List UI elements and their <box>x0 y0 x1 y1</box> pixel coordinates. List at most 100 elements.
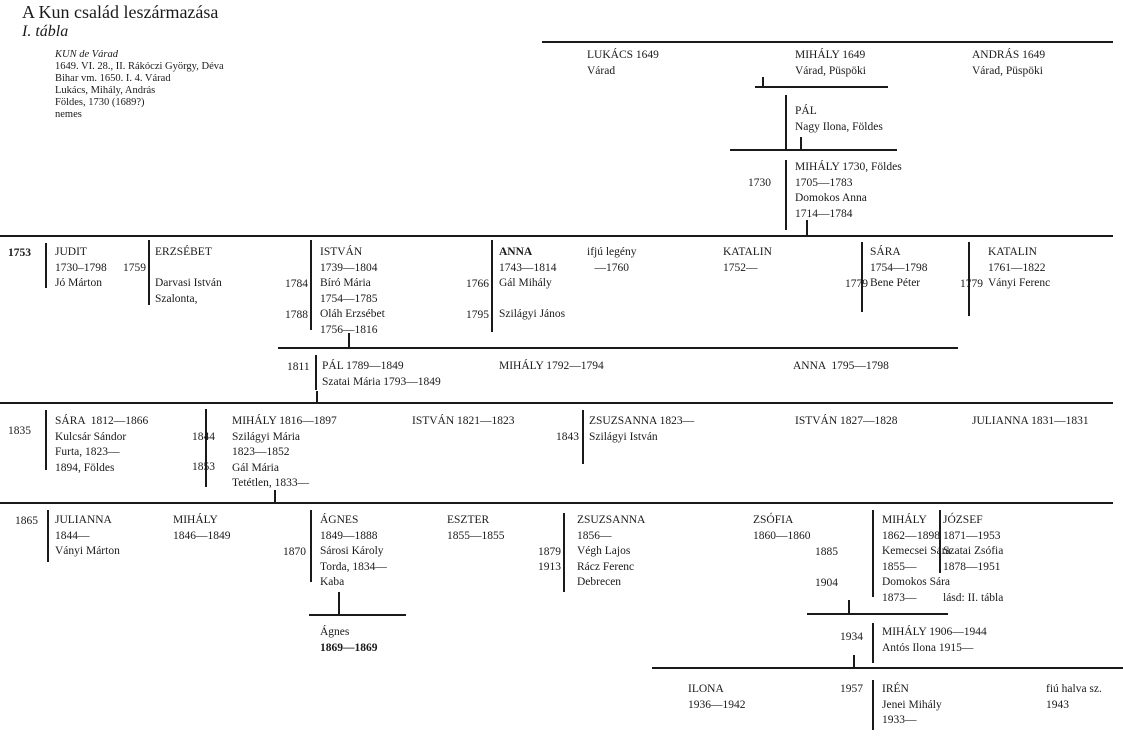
connector-line <box>785 95 787 149</box>
text-line: Jó Márton <box>55 277 102 289</box>
intro-line: nemes <box>55 109 82 120</box>
marriage-year: 1844 <box>192 431 215 443</box>
connector-line <box>582 410 584 464</box>
text-line: 1743—1814 <box>499 261 557 274</box>
text-line: Szilágyi Mária <box>232 430 301 443</box>
text-line: Debrecen <box>577 576 622 588</box>
person-stillborn-son: fiú halva sz.1943 <box>1046 682 1102 713</box>
connector-line <box>278 347 958 349</box>
text-line: 1862— <box>882 529 917 542</box>
marriage-year: 1879 <box>538 546 561 558</box>
text-line: ZSUZSANNA 1823— <box>589 415 695 427</box>
connector-line <box>0 502 1113 504</box>
person-zsuzsanna-1823: ZSUZSANNA 1823—Szilágyi István <box>589 414 694 445</box>
text-line: MIHÁLY <box>882 514 927 526</box>
text-line: 1756—1816 <box>320 323 378 336</box>
text-line: Kemecsei Sára <box>882 545 951 557</box>
connector-line <box>0 402 1113 404</box>
text-line: Furta, 1823— <box>55 446 120 458</box>
text-line: MIHÁLY <box>173 514 218 526</box>
connector-line <box>47 510 49 562</box>
text-line: Tetétlen, 1833— <box>232 477 310 489</box>
connector-line <box>872 623 874 663</box>
text-line: Szalonta, <box>155 292 198 305</box>
text-line: 1936—1942 <box>688 698 746 711</box>
text-line: Gál Mihály <box>499 277 552 289</box>
text-line: 1933— <box>882 714 917 726</box>
marriage-year: 1788 <box>285 309 308 321</box>
connector-line <box>310 240 312 330</box>
text-line: Szatai Zsófia <box>943 545 1004 557</box>
text-line: 1823—1852 <box>232 446 290 458</box>
text-line: ANNA <box>499 246 533 258</box>
text-line: 1873— <box>882 591 917 604</box>
text-line: JUDIT <box>55 246 87 258</box>
person-istvan-1821: ISTVÁN 1821—1823 <box>412 415 515 427</box>
text-line: 1754—1798 <box>870 261 928 274</box>
connector-line <box>148 240 150 305</box>
text-line: ZSUZSANNA <box>577 514 646 526</box>
page-title: A Kun család leszármazása <box>22 2 219 22</box>
table-subtitle: I. tábla <box>22 23 69 40</box>
text-line: Rácz Ferenc <box>577 560 635 573</box>
person-ifju-legeny: ifjú legény—1760 <box>587 245 637 276</box>
text-line: Domokos Sára <box>882 576 951 588</box>
connector-line <box>205 409 207 487</box>
text-line: 1754—1785 <box>320 292 378 305</box>
text-line: Bene Péter <box>870 277 921 289</box>
text-line: ÁGNES <box>320 514 359 526</box>
text-line: 1869—1869 <box>320 641 378 654</box>
text-line: 1855—1855 <box>447 529 505 542</box>
person-zsofia: ZSÓFIA 1860—1860 <box>753 513 811 544</box>
marriage-year: 1759 <box>123 262 146 274</box>
marriage-year: 1730 <box>748 177 771 189</box>
text-line: Várad <box>587 64 616 77</box>
cross-reference-note: lásd: II. tábla <box>943 592 1004 604</box>
text-line: ZSÓFIA <box>753 514 794 526</box>
text-line: Darvasi István <box>155 277 222 289</box>
person-ilona: ILONA 1936—1942 <box>688 682 746 713</box>
text-line: —1760 <box>594 261 630 274</box>
text-line: 1878—1951 <box>943 560 1001 573</box>
text-line: Szatai Mária 1793—1849 <box>322 375 441 388</box>
text-line: 1855— <box>882 560 917 573</box>
person-julianna-1831: JULIANNA 1831—1831 <box>972 415 1089 427</box>
text-line: PÁL 1789—1849 <box>322 360 404 372</box>
text-line: Oláh Erzsébet <box>320 308 385 320</box>
marriage-year: 1784 <box>285 278 308 290</box>
connector-line <box>348 333 350 347</box>
text-line: SÁRA 1812—1866 <box>55 415 149 427</box>
text-line: ILONA <box>688 683 724 695</box>
marriage-year: 1795 <box>466 309 489 321</box>
marriage-year: 1904 <box>815 577 838 589</box>
text-line: MIHÁLY 1649 <box>795 49 866 61</box>
text-line: 1752— <box>723 261 758 274</box>
text-line: 1860—1860 <box>753 529 811 542</box>
text-line: Várad, Püspöki <box>972 64 1043 77</box>
person-mihaly-1792: MIHÁLY 1792—1794 <box>499 360 604 372</box>
connector-line <box>542 41 1113 43</box>
text-line: 1739—1804 <box>320 261 378 274</box>
text-line: 1943 <box>1046 698 1069 711</box>
text-line: JÓZSEF <box>943 514 983 526</box>
connector-line <box>806 220 808 235</box>
intro-line: Bihar vm. 1650. I. 4. Várad <box>55 73 171 84</box>
marriage-year: 1853 <box>192 461 215 473</box>
marriage-year: 1843 <box>556 431 579 443</box>
intro-line: 1649. VI. 28., II. Rákóczi György, Déva <box>55 61 224 72</box>
text-line: LUKÁCS 1649 <box>587 49 659 61</box>
text-line: PÁL <box>795 105 817 117</box>
